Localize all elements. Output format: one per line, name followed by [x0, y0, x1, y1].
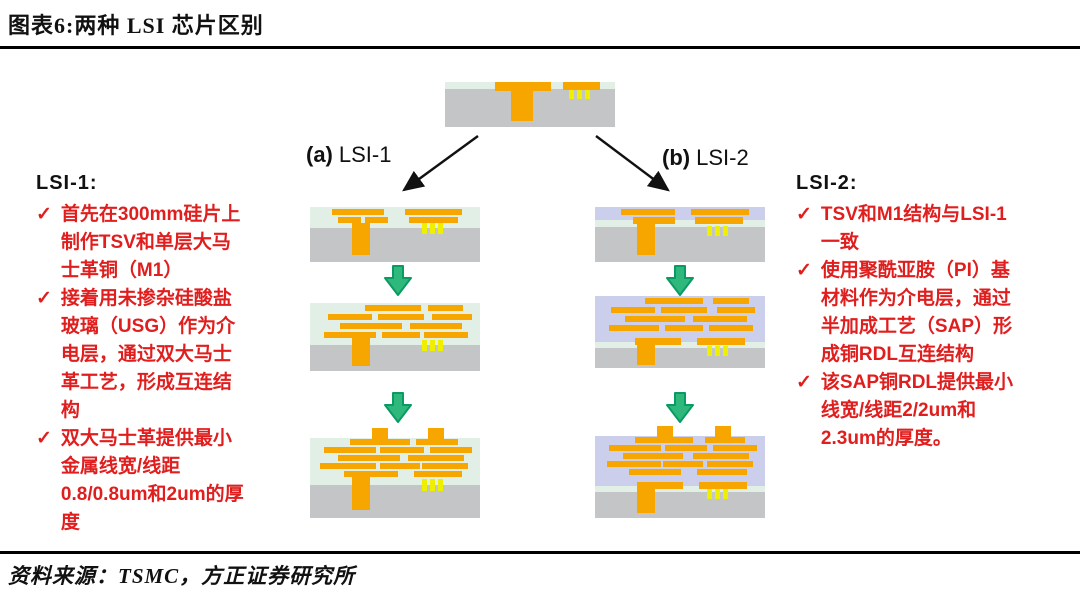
top-divider: [0, 46, 1080, 49]
lsi2-step2-cross-section: [595, 296, 765, 368]
bullet-item: ✓ 接着用未掺杂硅酸盐玻璃（USG）作为介电层，通过双大马士革工艺，形成互连结构: [36, 285, 298, 425]
lsi1-step1-cross-section: [310, 207, 480, 262]
checkmark-icon: ✓: [796, 260, 812, 281]
lsi2-text-panel: LSI-2: ✓ TSV和M1结构与LSI-1一致 ✓ 使用聚酰亚胺（PI）基材…: [796, 172, 1080, 453]
branch-a-name: LSI-1: [338, 142, 392, 167]
checkmark-icon: ✓: [36, 288, 52, 309]
bullet-item: ✓ 首先在300mm硅片上制作TSV和单层大马士革铜（M1）: [36, 201, 298, 285]
bullet-item: ✓ 使用聚酰亚胺（PI）基材料作为介电层，通过半加成工艺（SAP）形成铜RDL互…: [796, 257, 1080, 369]
branch-b-arrow-icon: [595, 135, 670, 192]
checkmark-icon: ✓: [36, 428, 52, 449]
bullet-item: ✓ 双大马士革提供最小金属线宽/线距0.8/0.8um和2um的厚度: [36, 425, 298, 537]
bullet-text: 该SAP铜RDL提供最小线宽/线距2/2um和2.3um的厚度。: [820, 372, 1014, 449]
down-arrow-icon: [666, 392, 694, 423]
branch-a-label: (a)LSI-1: [306, 142, 391, 168]
source-caption: 资料来源：TSMC，方正证券研究所: [8, 564, 356, 588]
down-arrow-icon: [384, 265, 412, 296]
lsi1-step2-cross-section: [310, 303, 480, 371]
chip-start-cross-section: [445, 82, 615, 127]
down-arrow-icon: [666, 265, 694, 296]
lsi1-step3-cross-section: [310, 428, 480, 518]
lsi2-step3-cross-section: [595, 426, 765, 518]
checkmark-icon: ✓: [36, 204, 52, 225]
bottom-divider: [0, 551, 1080, 554]
lsi2-heading: LSI-2:: [796, 172, 858, 194]
lsi1-text-panel: LSI-1: ✓ 首先在300mm硅片上制作TSV和单层大马士革铜（M1） ✓ …: [36, 172, 298, 537]
branch-a-arrow-icon: [402, 135, 479, 192]
bullet-text: 首先在300mm硅片上制作TSV和单层大马士革铜（M1）: [60, 204, 241, 281]
bullet-item: ✓ 该SAP铜RDL提供最小线宽/线距2/2um和2.3um的厚度。: [796, 369, 1080, 453]
bullet-text: 使用聚酰亚胺（PI）基材料作为介电层，通过半加成工艺（SAP）形成铜RDL互连结…: [820, 260, 1012, 365]
checkmark-icon: ✓: [796, 204, 812, 225]
branch-arrows: [402, 135, 670, 192]
figure-title: 图表6:两种 LSI 芯片区别: [8, 13, 264, 38]
branch-a-prefix: (a): [306, 142, 333, 167]
bullet-text: 双大马士革提供最小金属线宽/线距0.8/0.8um和2um的厚度: [60, 428, 244, 533]
branch-b-label: (b)LSI-2: [662, 145, 749, 171]
lsi2-bullet-list: ✓ TSV和M1结构与LSI-1一致 ✓ 使用聚酰亚胺（PI）基材料作为介电层，…: [796, 201, 1080, 453]
lsi2-step1-cross-section: [595, 207, 765, 262]
lsi1-bullet-list: ✓ 首先在300mm硅片上制作TSV和单层大马士革铜（M1） ✓ 接着用未掺杂硅…: [36, 201, 298, 537]
bullet-text: 接着用未掺杂硅酸盐玻璃（USG）作为介电层，通过双大马士革工艺，形成互连结构: [60, 288, 236, 421]
bullet-item: ✓ TSV和M1结构与LSI-1一致: [796, 201, 1080, 257]
checkmark-icon: ✓: [796, 372, 812, 393]
branch-b-name: LSI-2: [696, 145, 749, 170]
lsi1-heading: LSI-1:: [36, 172, 98, 194]
bullet-text: TSV和M1结构与LSI-1一致: [820, 204, 1007, 253]
branch-b-prefix: (b): [662, 145, 691, 170]
down-arrow-icon: [384, 392, 412, 423]
